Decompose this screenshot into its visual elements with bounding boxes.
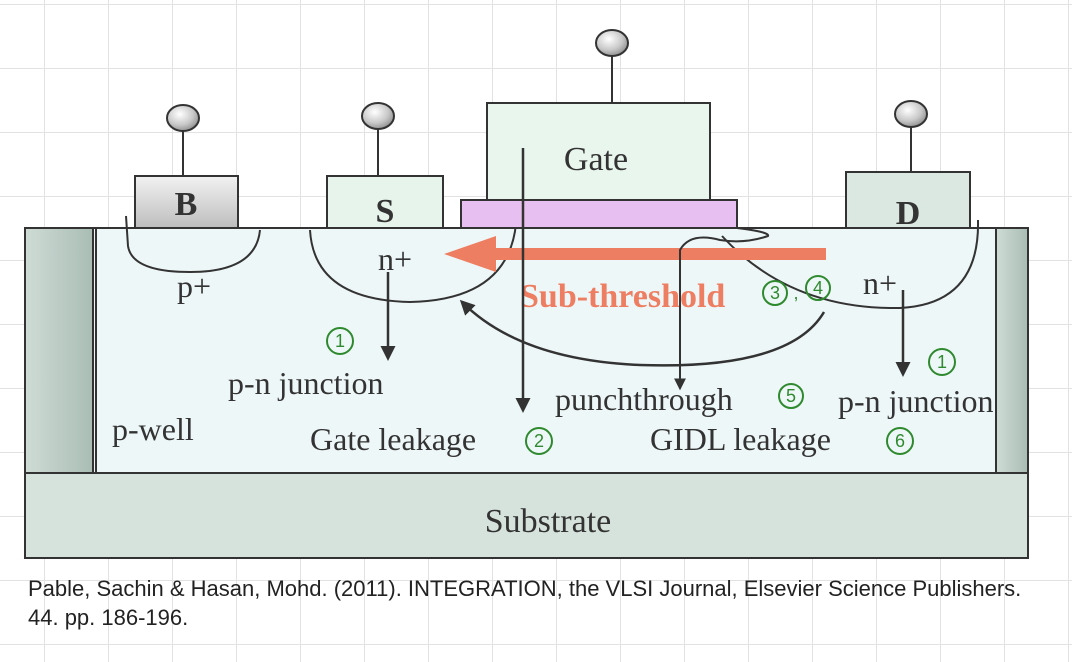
left-isolation-wall xyxy=(24,227,94,474)
gate-contact-icon xyxy=(595,29,629,57)
p-plus-diffusion xyxy=(125,215,261,274)
pn-junction-left-label: p-n junction xyxy=(228,365,384,401)
drain-contact-icon xyxy=(894,100,928,128)
drain-n-plus-diffusion xyxy=(721,219,980,310)
p-plus-label: p+ xyxy=(177,268,211,304)
right-isolation-wall xyxy=(995,227,1029,474)
annotation-6: 6 xyxy=(895,431,905,451)
gate-leakage-label: Gate leakage xyxy=(310,421,476,457)
drain-terminal xyxy=(845,171,971,229)
source-terminal xyxy=(326,175,444,229)
drain-n-plus-label: n+ xyxy=(863,265,897,301)
sub-threshold-label: Sub-threshold xyxy=(520,278,725,315)
punchthrough-label: punchthrough xyxy=(555,381,733,417)
drain-terminal-label: D xyxy=(896,195,921,232)
body-terminal xyxy=(134,175,239,229)
annotation-2: 2 xyxy=(534,431,544,451)
gidl-path xyxy=(674,227,770,391)
annotation-marks xyxy=(326,275,956,455)
annotation-3: 3 xyxy=(770,283,780,303)
source-terminal-label: S xyxy=(376,193,395,230)
source-contact-icon xyxy=(361,102,395,130)
substrate-label: Substrate xyxy=(485,503,612,540)
annotation-1-left: 1 xyxy=(335,331,345,351)
annotation-1-right: 1 xyxy=(937,352,947,372)
body-terminal-label: B xyxy=(175,186,198,223)
annotation-3-4-separator: , xyxy=(793,283,798,303)
annotation-4: 4 xyxy=(813,278,823,298)
substrate-region xyxy=(24,472,1029,559)
pn-junction-right-label: p-n junction xyxy=(838,383,994,419)
body-contact-icon xyxy=(166,104,200,132)
citation-text: Pable, Sachin & Hasan, Mohd. (2011). INT… xyxy=(28,576,1022,630)
source-n-plus-label: n+ xyxy=(378,241,412,277)
contact-pins xyxy=(166,29,928,176)
gate-label: Gate xyxy=(564,141,628,178)
gidl-leakage-label: GIDL leakage xyxy=(650,421,831,457)
punchthrough-curve xyxy=(459,299,826,367)
annotation-5: 5 xyxy=(786,386,796,406)
p-well-label: p-well xyxy=(112,411,194,447)
sub-threshold-arrow xyxy=(444,236,826,272)
source-n-plus-diffusion xyxy=(309,223,517,304)
gate-oxide xyxy=(460,199,738,229)
p-well-region xyxy=(24,227,1029,474)
